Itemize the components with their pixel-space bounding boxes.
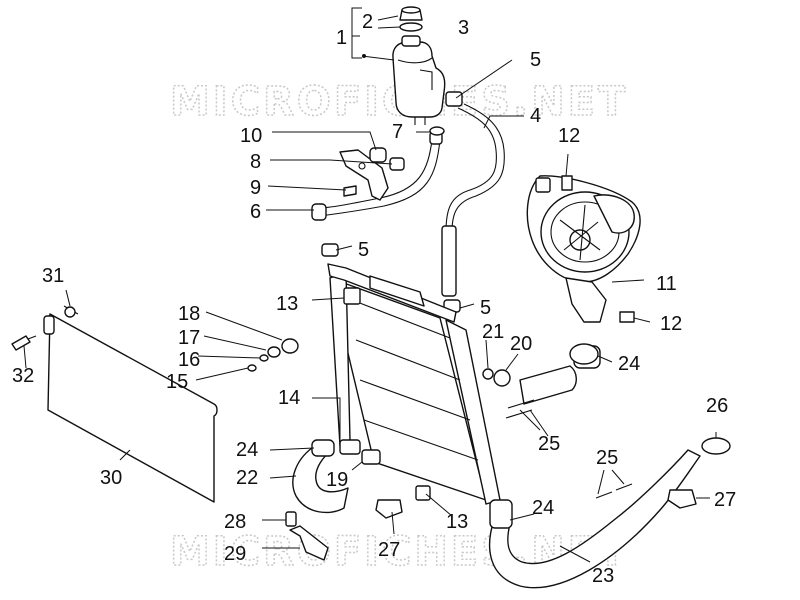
washer-31: [64, 306, 76, 318]
callout-3: 3: [458, 17, 469, 39]
callout-5-mid: 5: [358, 239, 369, 261]
hose-clamps: [375, 343, 731, 519]
radiator-screen: [19, 305, 218, 503]
callout-16: 16: [178, 349, 200, 371]
callout-18: 18: [178, 303, 200, 325]
grommet-21: [482, 368, 494, 380]
callout-13-bottom: 13: [446, 511, 468, 533]
washer-stack: [247, 338, 299, 372]
callout-29: 29: [224, 543, 246, 565]
callout-22: 22: [236, 467, 258, 489]
callout-17: 17: [178, 327, 200, 349]
callout-15: 15: [166, 371, 188, 393]
callout-8: 8: [250, 151, 261, 173]
callout-10: 10: [240, 125, 262, 147]
callout-32: 32: [12, 365, 34, 387]
callout-21: 21: [482, 321, 504, 343]
callout-25-left: 25: [538, 433, 560, 455]
callout-30: 30: [100, 467, 122, 489]
tank-cap: [399, 6, 423, 32]
clip-7: [429, 126, 445, 136]
callout-14: 14: [278, 387, 300, 409]
mounting-bracket: [339, 147, 405, 201]
callout-26: 26: [706, 395, 728, 417]
grommet-20: [493, 369, 511, 387]
callout-31: 31: [42, 265, 64, 287]
callout-27-left: 27: [378, 539, 400, 561]
hose-clip-top: [445, 91, 463, 107]
callout-7: 7: [392, 121, 403, 143]
callout-labels: 1 2 3 5 4 7 10 12 8 9 6 5 11 31 13 5 18 …: [12, 11, 736, 587]
callout-5-low: 5: [480, 297, 491, 319]
screw-32: [11, 335, 31, 351]
callout-2: 2: [362, 11, 373, 33]
callout-25-right: 25: [596, 447, 618, 469]
bolt-28: [285, 511, 297, 527]
callout-20: 20: [510, 333, 532, 355]
callout-11: 11: [656, 273, 677, 295]
callout-28: 28: [224, 511, 246, 533]
expansion-tank: [392, 35, 446, 125]
callout-19: 19: [326, 469, 348, 491]
bracket-1: [351, 7, 362, 59]
bracket-29: [289, 525, 329, 561]
callout-5-top: 5: [530, 49, 541, 71]
callout-27-right: 27: [714, 489, 736, 511]
overflow-hose: [441, 103, 505, 297]
cooling-fan: [526, 175, 641, 323]
callout-4: 4: [530, 105, 541, 127]
callout-6: 6: [250, 201, 261, 223]
callout-1: 1: [336, 27, 347, 49]
callout-23: 23: [592, 565, 614, 587]
callout-13-top: 13: [276, 293, 298, 315]
radiator: [327, 263, 501, 505]
callout-12-top: 12: [558, 125, 580, 147]
callout-24-bottom: 24: [532, 497, 554, 519]
leader-lines: [23, 59, 717, 563]
callout-9: 9: [250, 177, 261, 199]
callout-24-right: 24: [618, 353, 640, 375]
lower-hose-right: [488, 449, 701, 589]
callout-12-bottom: 12: [660, 313, 682, 335]
callout-24-left: 24: [236, 439, 258, 461]
